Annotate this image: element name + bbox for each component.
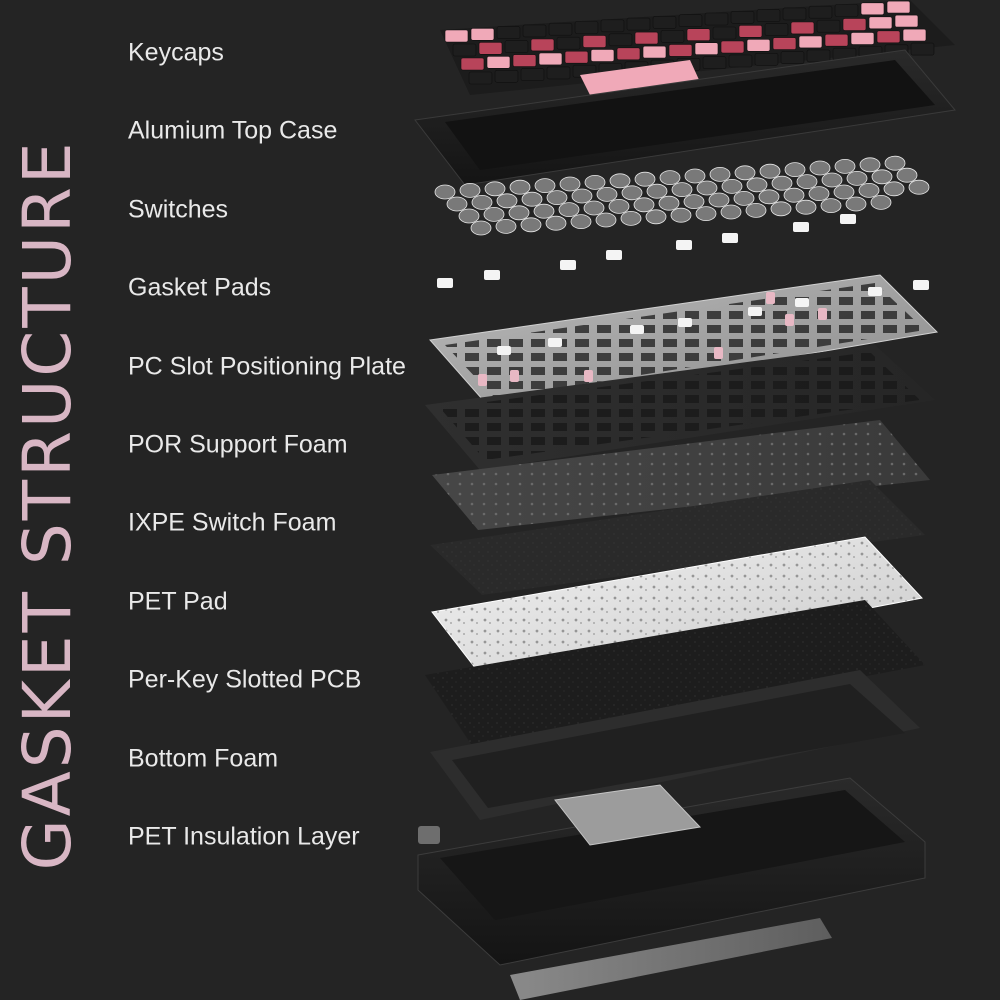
layer-label: Keycaps bbox=[128, 38, 224, 67]
layer-label: POR Support Foam bbox=[128, 430, 348, 459]
ixpe-foam-layer bbox=[432, 420, 930, 530]
layer-label: Alumium Top Case bbox=[128, 116, 338, 145]
pcb-layer bbox=[431, 536, 923, 683]
layer-label: PET Pad bbox=[128, 587, 228, 616]
layer-label: Per-Key Slotted PCB bbox=[128, 665, 362, 694]
switches-layer bbox=[434, 155, 930, 236]
bottom-case-layer bbox=[417, 777, 926, 1000]
top-case-layer bbox=[414, 49, 956, 186]
layer-label: Gasket Pads bbox=[128, 273, 272, 302]
layer-label: Bottom Foam bbox=[128, 744, 279, 773]
pet-pad-layer bbox=[430, 480, 925, 595]
por-foam-layer bbox=[425, 345, 935, 470]
keycaps-layer bbox=[440, 0, 955, 95]
positioning-plate-layer bbox=[429, 274, 939, 409]
pet-insulation-layer bbox=[430, 670, 920, 820]
bottom-foam-layer bbox=[425, 600, 925, 750]
layer-label: PET Insulation Layer bbox=[128, 822, 360, 851]
layer-label: IXPE Switch Foam bbox=[128, 508, 337, 537]
layer-label: Switches bbox=[128, 195, 229, 224]
layer-label: PC Slot Positioning Plate bbox=[128, 352, 406, 381]
